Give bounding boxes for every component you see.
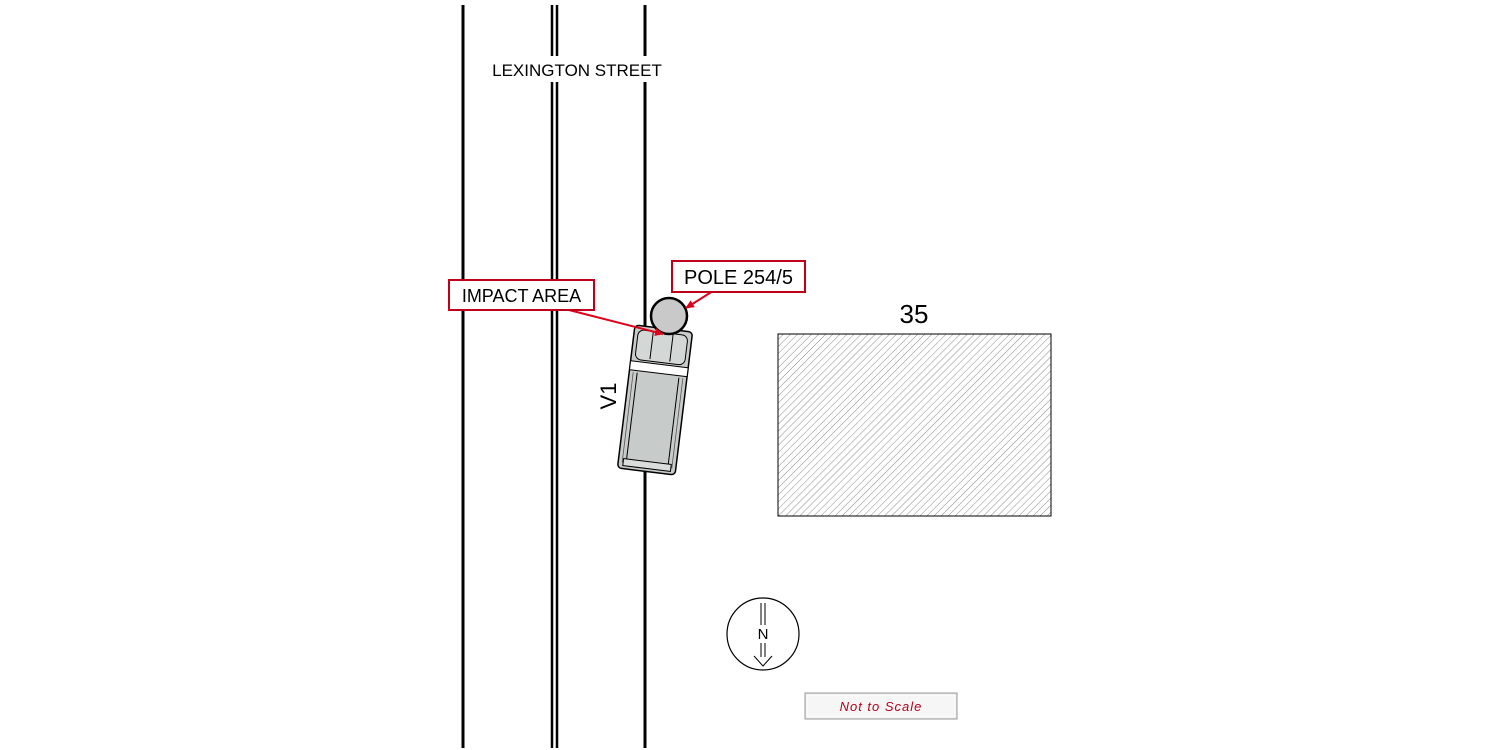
utility-pole bbox=[649, 296, 689, 336]
impact-area-callout: IMPACT AREA bbox=[448, 279, 595, 311]
building-number: 35 bbox=[900, 299, 929, 329]
pole-leader-arrow bbox=[685, 290, 714, 309]
impact-area-leader-arrow bbox=[564, 308, 664, 336]
street-name-label: LEXINGTON STREET bbox=[492, 61, 662, 80]
north-arrow: N bbox=[726, 597, 800, 671]
north-letter: N bbox=[758, 626, 769, 643]
vehicle-label: V1 bbox=[596, 383, 621, 410]
vehicle-v1 bbox=[617, 324, 693, 476]
scale-note: Not to Scale bbox=[840, 699, 923, 714]
pole-label: POLE 254/5 bbox=[684, 267, 793, 289]
not-to-scale-badge: Not to Scale bbox=[804, 692, 958, 720]
road bbox=[461, 5, 647, 748]
pole-callout: POLE 254/5 bbox=[671, 260, 806, 293]
building-35: 35 bbox=[777, 299, 1052, 517]
impact-area-label: IMPACT AREA bbox=[462, 286, 581, 306]
building-footprint bbox=[777, 333, 1052, 517]
